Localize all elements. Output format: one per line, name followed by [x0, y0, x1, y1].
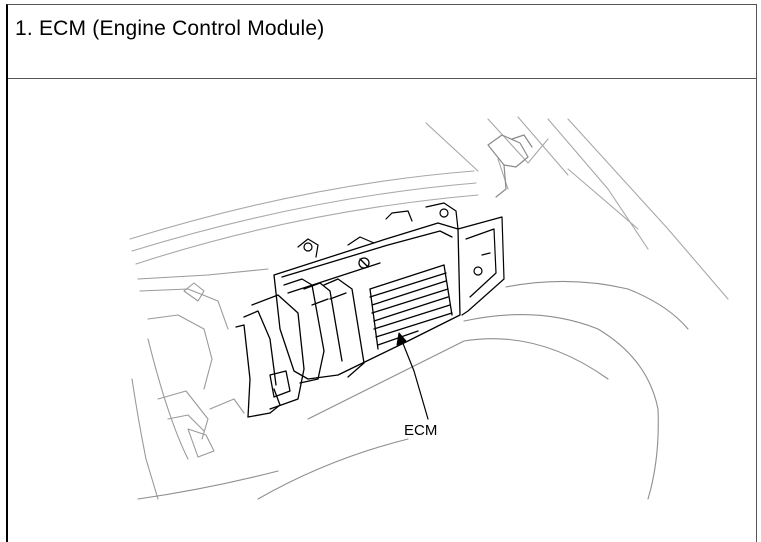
ecm-location-illustration — [129, 116, 729, 500]
lower-housing — [137, 280, 689, 500]
ecm-callout-leader — [401, 340, 429, 420]
callout-arrowhead — [396, 332, 407, 346]
ecm-connectors — [235, 278, 365, 418]
section-header: 1. ECM (Engine Control Module) — [8, 5, 756, 79]
ecm-callout-label: ECM — [404, 422, 438, 439]
ecm-body — [273, 222, 461, 380]
section-title: 1. ECM (Engine Control Module) — [15, 17, 325, 40]
left-body-structure — [131, 268, 269, 500]
document-frame: 1. ECM (Engine Control Module) — [6, 4, 757, 542]
mounting-bracket — [297, 202, 505, 316]
figure-area: ECM — [8, 79, 756, 539]
latch-bracket — [487, 134, 533, 198]
hood-panel-lines — [129, 116, 729, 300]
